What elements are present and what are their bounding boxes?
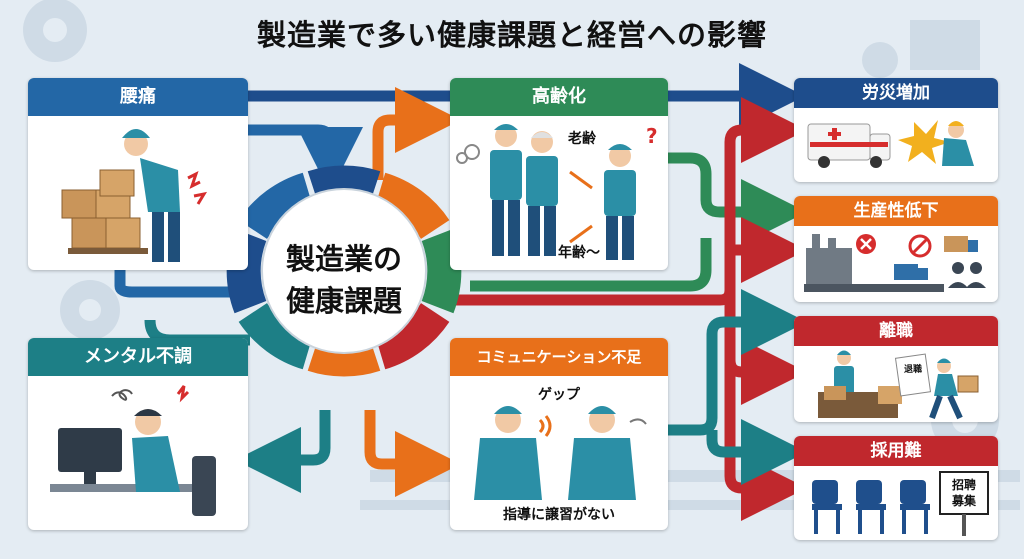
issue-aging-title: 高齢化 — [450, 78, 668, 116]
issue-aging-panel: 高齢化 老齢 年齢〜 ? — [450, 78, 668, 270]
aging-question-mark: ? — [646, 124, 658, 148]
impact-turnover-title: 離職 — [794, 316, 998, 346]
impact-productivity-panel: 生産性低下 — [794, 196, 998, 302]
hiring-sign-line-1: 招聘 — [951, 478, 976, 492]
issue-communication-title: コミュニケーション不足 — [450, 338, 668, 376]
hiring-empty-chairs-illustration — [812, 471, 989, 536]
impact-hiring-title: 採用難 — [794, 436, 998, 466]
aging-label-old: 老齢 — [568, 131, 596, 147]
mental-worker-illustration — [50, 385, 216, 516]
hiring-sign-line-2: 募集 — [951, 494, 976, 508]
issue-communication-panel: コミュニケーション不足 ゲップ 指導に譲習がない — [450, 338, 668, 530]
hub-line-1: 製造業の — [285, 242, 402, 276]
communication-label-burp: ゲップ — [538, 387, 580, 403]
turnover-worker-leaving-illustration — [818, 350, 979, 420]
aging-label-age: 年齢〜 — [558, 245, 600, 261]
accident-ambulance-illustration — [807, 120, 974, 168]
issue-back-pain-title: 腰痛 — [28, 78, 248, 116]
turnover-document-label: 退職 — [904, 365, 923, 375]
impact-hiring-panel: 採用難 招聘 募集 — [794, 436, 998, 540]
issue-back-pain-panel: 腰痛 — [28, 78, 248, 270]
communication-workers-illustration — [474, 406, 647, 500]
impact-productivity-title: 生産性低下 — [794, 196, 998, 226]
back-pain-worker-illustration — [61, 129, 208, 262]
hub-line-2: 健康課題 — [285, 284, 402, 318]
issue-mental-title: メンタル不調 — [28, 338, 248, 376]
communication-caption: 指導に譲習がない — [503, 507, 615, 523]
hub-label: 製造業の 健康課題 — [262, 238, 426, 322]
impact-accidents-panel: 労災増加 — [794, 78, 998, 182]
aging-workers-illustration — [456, 124, 636, 260]
productivity-factory-illustration — [804, 234, 986, 292]
issue-mental-panel: メンタル不調 — [28, 338, 248, 530]
page-title: 製造業で多い健康課題と経営への影響 — [256, 18, 767, 52]
impact-turnover-panel: 離職 退職 — [794, 316, 998, 422]
impact-accidents-title: 労災増加 — [794, 78, 998, 108]
